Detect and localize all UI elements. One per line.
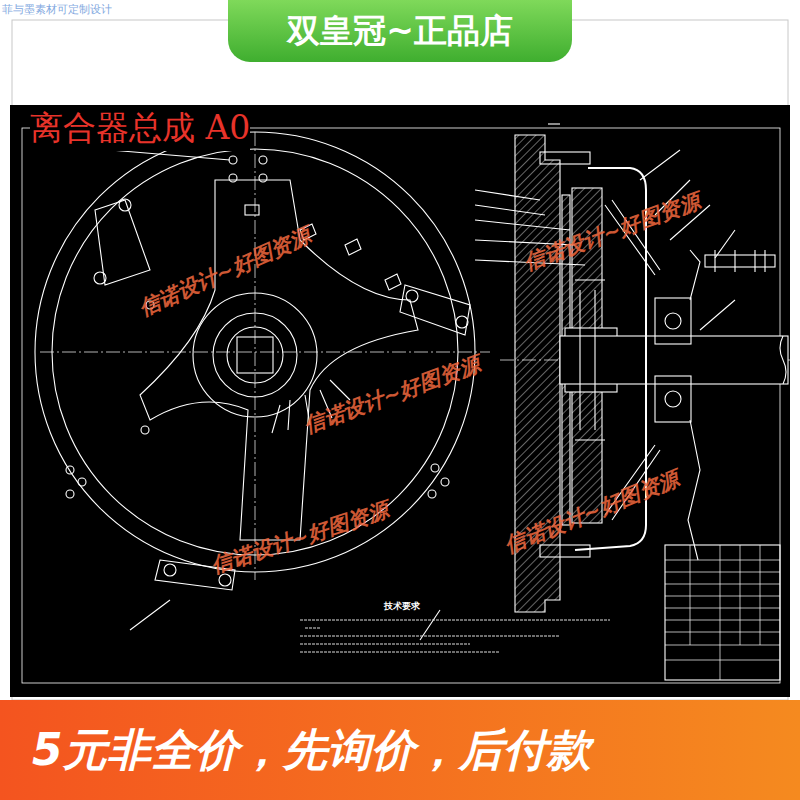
- notes-heading: 技术要求: [384, 600, 420, 613]
- shop-banner: 双皇冠~正品店: [228, 0, 572, 62]
- banner-text: 5元非全价，先询价，后付款: [32, 721, 591, 780]
- price-banner: 5元非全价，先询价，后付款: [0, 700, 800, 800]
- banner-text: 双皇冠~正品店: [287, 9, 513, 54]
- drawing-title: 离合器总成 A0: [30, 106, 250, 151]
- shop-note: 菲与墨素材可定制设计: [2, 2, 112, 17]
